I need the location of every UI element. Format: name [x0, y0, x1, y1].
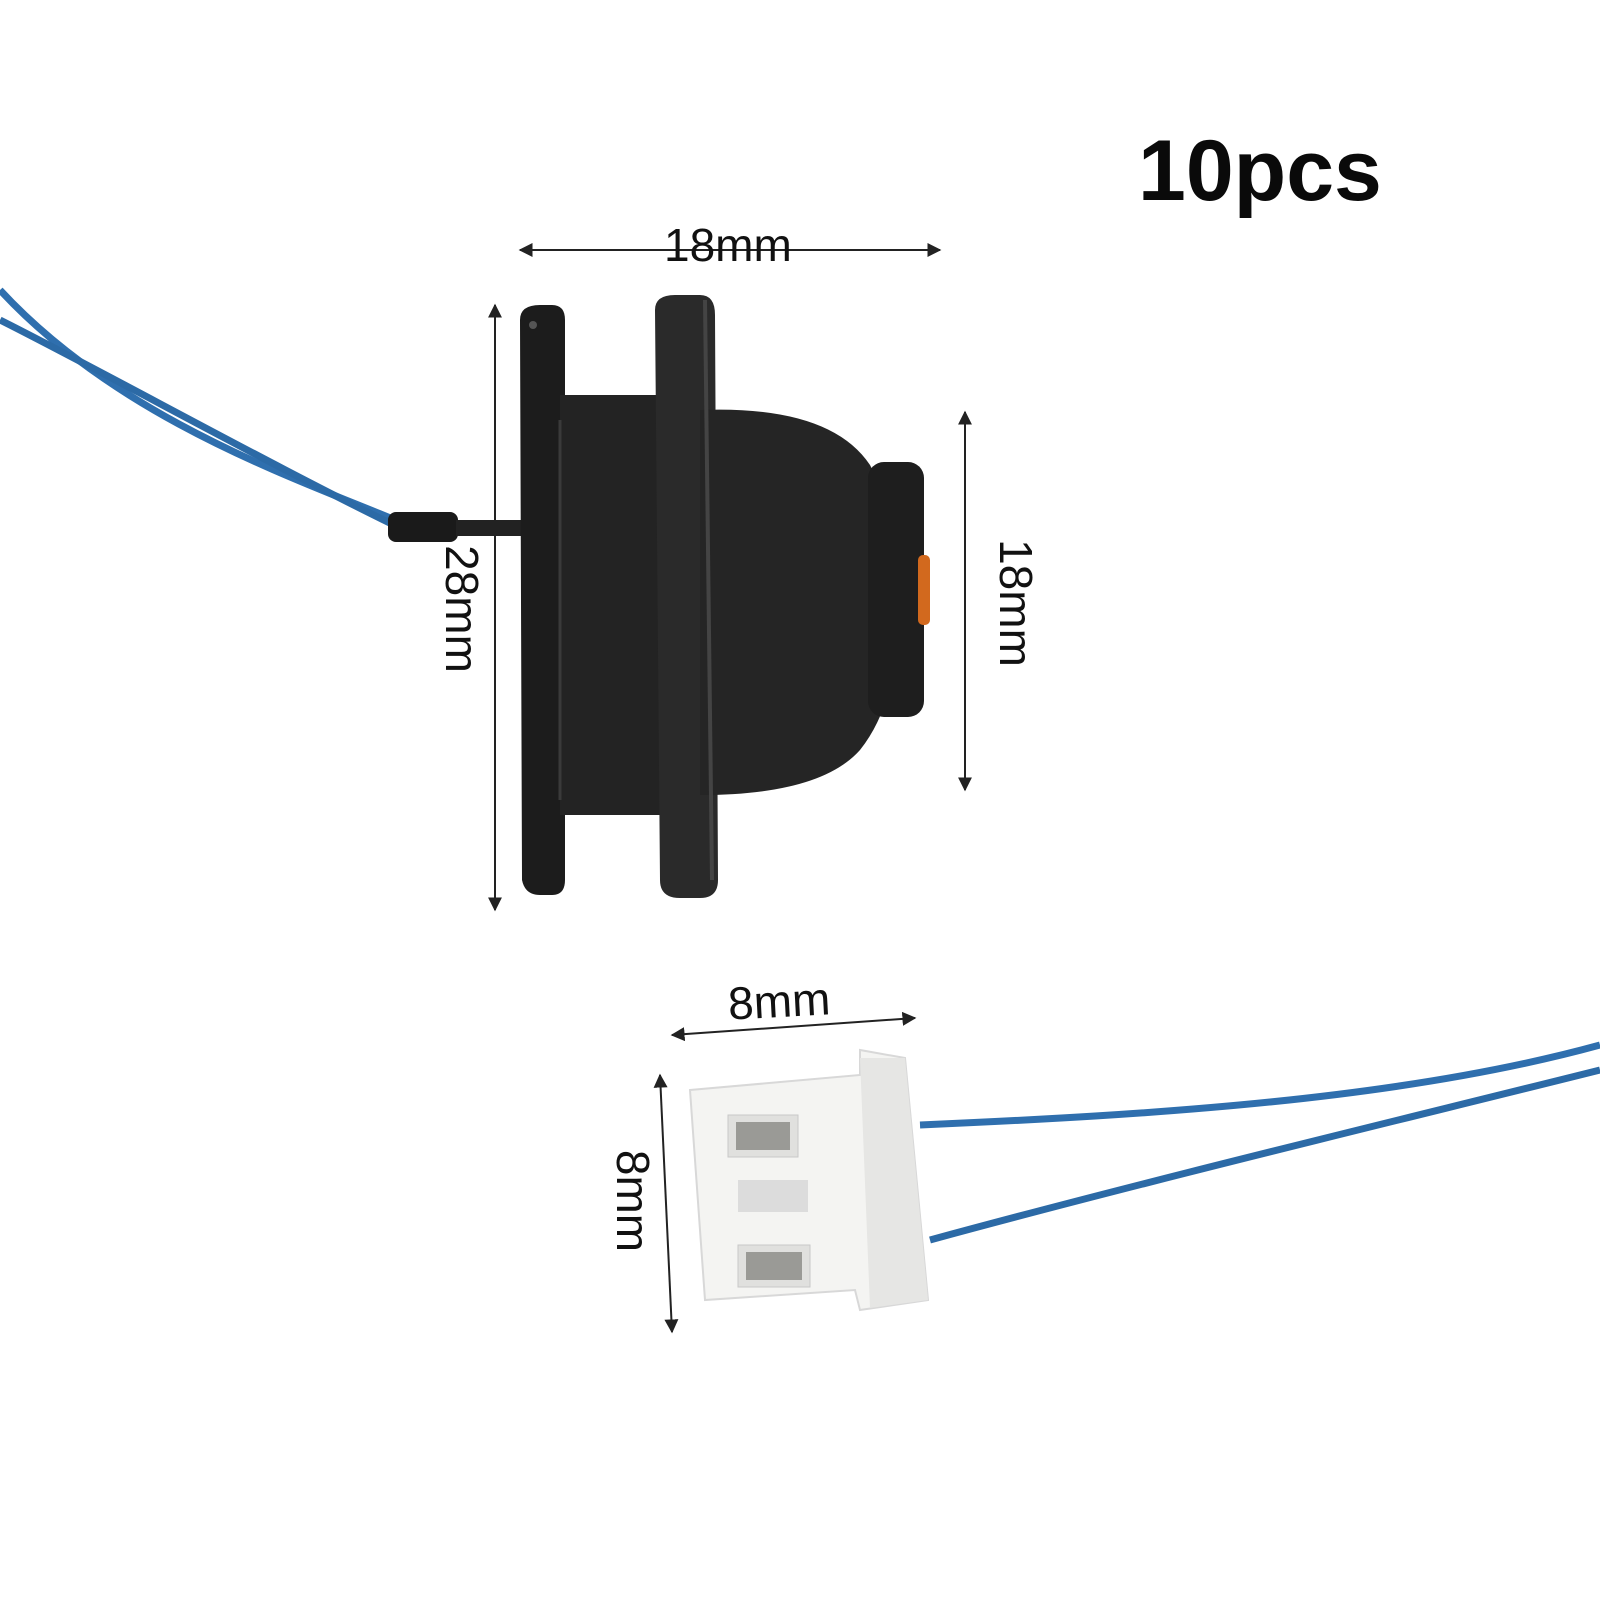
white-connector	[688, 1048, 930, 1312]
quantity-label: 10pcs	[1138, 123, 1382, 219]
connector-height-label: 8mm	[607, 1149, 660, 1253]
probe-height-label: 18mm	[989, 539, 1042, 667]
sensor-height-label: 28mm	[435, 545, 488, 673]
connector-height-8mm-arrow	[653, 1073, 679, 1334]
connector-wires	[919, 1041, 1600, 1244]
thermal-sensor-body	[520, 295, 930, 898]
probe-tip	[918, 555, 930, 625]
connector-width-8mm-arrow	[670, 1011, 917, 1042]
connector-width-label: 8mm	[726, 972, 832, 1030]
sensor-width-label: 18mm	[664, 219, 792, 271]
sensor-wires	[0, 287, 402, 532]
heat-shrink-sleeve	[388, 512, 458, 542]
